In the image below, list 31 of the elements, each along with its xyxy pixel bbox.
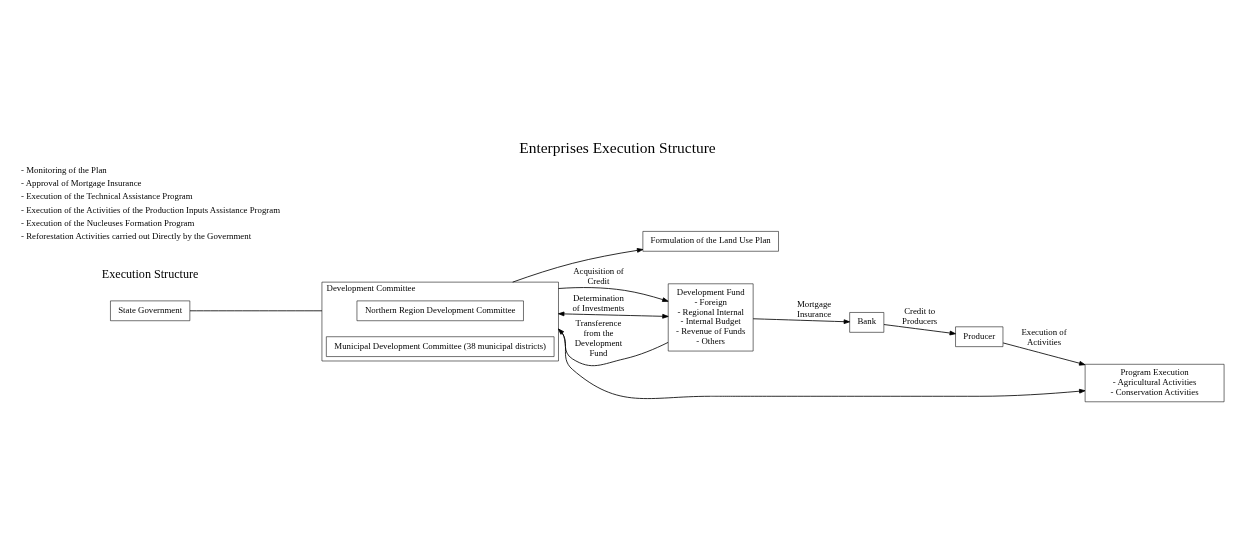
node-box: Bank bbox=[849, 311, 885, 333]
label: - Reforestation Activities carried out Directly by the Government bbox=[21, 230, 252, 241]
label: - Execution of the Technical Assistance Program bbox=[21, 190, 193, 201]
arrow bbox=[752, 317, 851, 324]
label: - Execution of the Nucleuses Formation Program bbox=[21, 217, 195, 228]
label: - Execution of the Activities of the Production Inputs Assistance Program bbox=[21, 204, 281, 215]
label: Execution Structure bbox=[101, 266, 199, 280]
arrow bbox=[512, 247, 644, 283]
edge-label: Mortgage Insurance bbox=[796, 298, 832, 319]
arrow bbox=[558, 328, 669, 366]
node-box: Northern Region Development Committee bbox=[356, 300, 524, 321]
edge-label: Transference from the Development Fund bbox=[574, 317, 623, 358]
edge-label: Determination of Investments bbox=[572, 292, 625, 313]
label: - Approval of Mortgage Insurance bbox=[21, 177, 142, 188]
node-box: Producer bbox=[955, 326, 1004, 347]
edge-label: Acquisition of Credit bbox=[573, 265, 624, 286]
arrow bbox=[883, 323, 956, 335]
arrow bbox=[558, 286, 669, 302]
node-box: Municipal Development Committee (38 municipal districts) bbox=[326, 335, 555, 357]
arrow bbox=[558, 311, 669, 319]
label: - Monitoring of the Plan bbox=[21, 164, 107, 175]
connector bbox=[189, 309, 323, 311]
arrow bbox=[558, 328, 1086, 399]
node-box: Development Fund - Foreign - Regional Internal - Internal Budget - Revenue of Funds - Others bbox=[667, 283, 754, 351]
diagram-title: Enterprises Execution Structure bbox=[519, 138, 716, 156]
edge-label: Credit to Producers bbox=[902, 305, 938, 326]
edge-label: Execution of Activities bbox=[1021, 326, 1067, 347]
node-box: State Government bbox=[110, 300, 191, 321]
node-box: Program Execution - Agricultural Activities - Conservation Activities bbox=[1084, 363, 1225, 402]
arrow bbox=[1002, 342, 1086, 366]
node-box: Formulation of the Land Use Plan bbox=[642, 230, 779, 252]
